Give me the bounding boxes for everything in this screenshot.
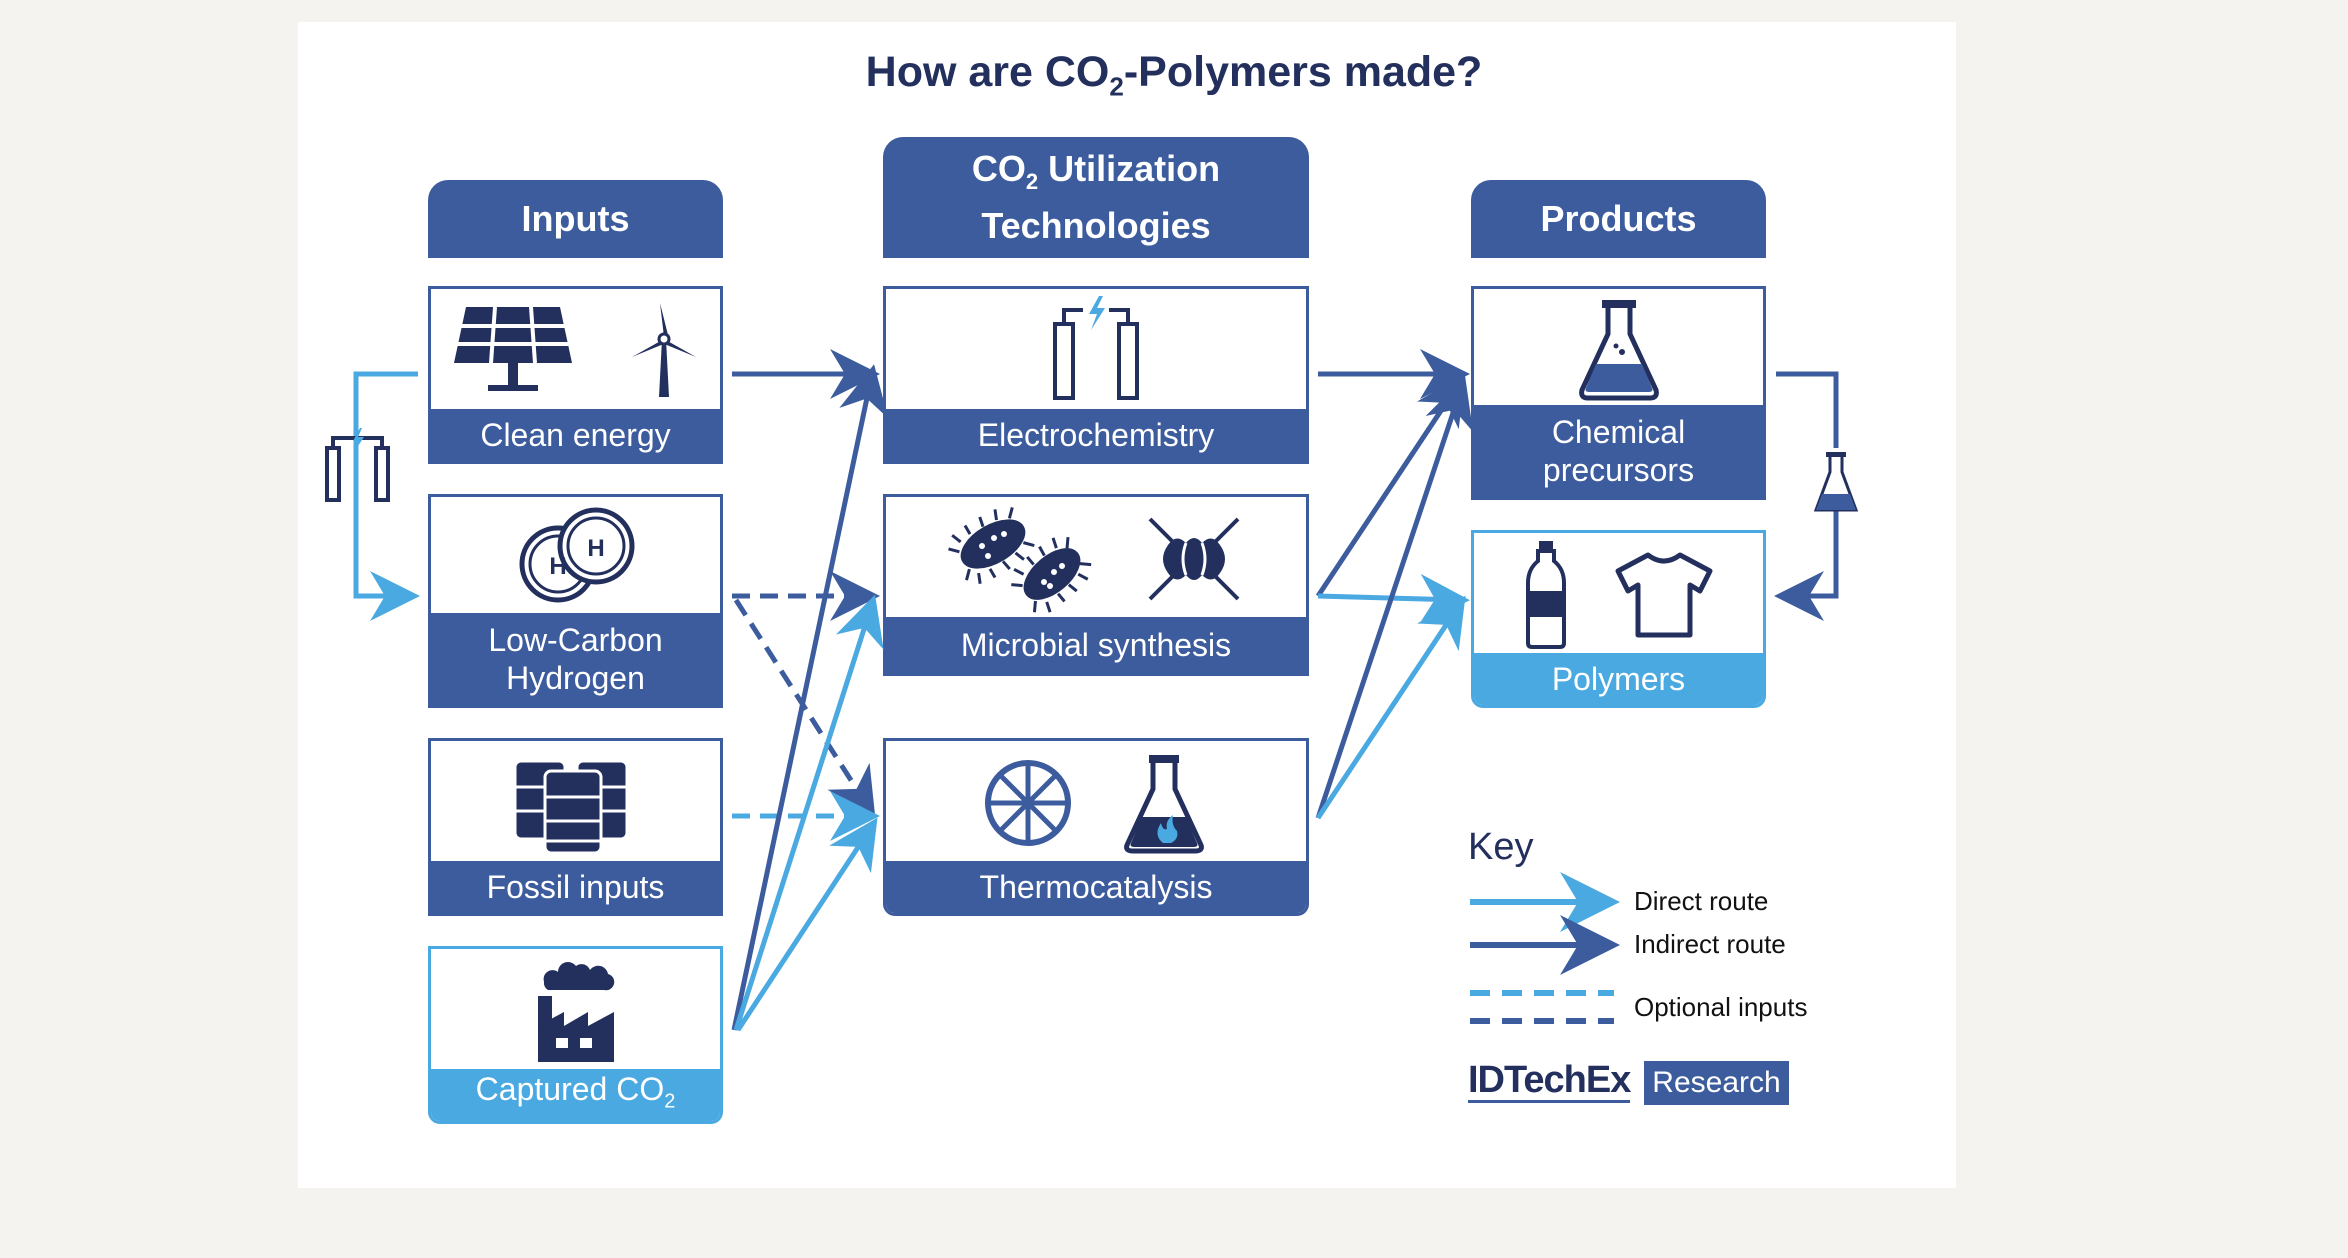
diagram-title: How are CO2-Polymers made? bbox=[865, 48, 1483, 102]
key-optional-label: Optional inputs bbox=[1634, 992, 1808, 1022]
microbial-label: Microbial synthesis bbox=[886, 617, 1306, 673]
fossil-box: Fossil inputs bbox=[428, 738, 723, 916]
factory-icon bbox=[537, 962, 614, 1062]
solar-panel-icon bbox=[453, 306, 572, 391]
left-electrolyzer-icon bbox=[325, 428, 390, 502]
wind-turbine-icon bbox=[631, 303, 696, 397]
oil-barrels-icon bbox=[513, 759, 628, 854]
key-title: Key bbox=[1468, 826, 1534, 868]
technologies-header: CO2 Utilization Technologies bbox=[883, 137, 1309, 258]
electrochemistry-label: Electrochemistry bbox=[886, 409, 1306, 461]
microbial-to-chemicals-route bbox=[1315, 373, 1466, 598]
captured-co2-label: Captured CO2 bbox=[431, 1069, 720, 1121]
thermo-to-chemicals-route bbox=[1315, 376, 1474, 819]
svg-text:H: H bbox=[587, 535, 604, 562]
bacteria-icon bbox=[948, 507, 1092, 613]
electrochemistry-box: Electrochemistry bbox=[883, 286, 1309, 464]
brand-name: IDTechEx bbox=[1468, 1059, 1631, 1103]
fossil-label: Fossil inputs bbox=[431, 861, 720, 913]
polymers-box: Polymers bbox=[1471, 530, 1766, 708]
co2-to-microbial-route bbox=[733, 594, 884, 1031]
thermo-to-polymers-route bbox=[1315, 595, 1466, 820]
energy-to-hydrogen-route bbox=[353, 371, 420, 621]
right-flask-icon bbox=[1813, 448, 1859, 512]
catalyst-wheel-icon bbox=[985, 760, 1071, 846]
clean-energy-box: Clean energy bbox=[428, 286, 723, 464]
clean-energy-label: Clean energy bbox=[431, 409, 720, 461]
flask-icon bbox=[1578, 300, 1659, 401]
key-indirect-label: Indirect route bbox=[1634, 929, 1786, 959]
captured-co2-box: Captured CO2 bbox=[428, 946, 723, 1124]
microbial-box: Microbial synthesis bbox=[883, 494, 1309, 676]
co2-to-electro-route bbox=[731, 364, 889, 1031]
co2-to-thermo-route bbox=[735, 817, 878, 1032]
electrolysis-cell-icon bbox=[1053, 296, 1139, 400]
polymers-label: Polymers bbox=[1474, 653, 1763, 705]
t-shirt-icon bbox=[1615, 552, 1712, 638]
key-direct-label: Direct route bbox=[1634, 886, 1769, 916]
svg-text:H: H bbox=[549, 553, 566, 580]
thermocatalysis-label: Thermocatalysis bbox=[886, 861, 1306, 913]
inputs-header: Inputs bbox=[428, 180, 723, 258]
products-header: Products bbox=[1471, 180, 1766, 258]
heated-flask-icon bbox=[1124, 755, 1204, 854]
hydrogen-icon: H H bbox=[519, 507, 634, 603]
plastic-bottle-icon bbox=[1525, 541, 1566, 649]
enzyme-icon bbox=[1148, 517, 1240, 601]
brand-tag: Research bbox=[1644, 1061, 1789, 1105]
thermocatalysis-box: Thermocatalysis bbox=[883, 738, 1309, 916]
